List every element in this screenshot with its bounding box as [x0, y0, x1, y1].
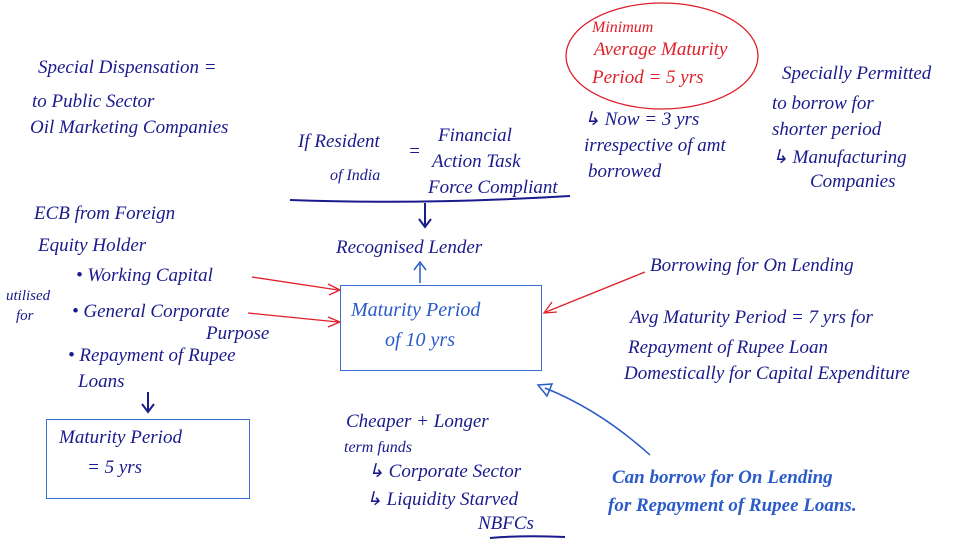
- cheaper-nbfcs: NBFCs: [478, 513, 534, 534]
- arrow-can-borrow: [544, 387, 651, 456]
- can-borrow-2: for Repayment of Rupee Loans.: [608, 495, 857, 516]
- recognised-lender: Recognised Lender: [336, 237, 483, 258]
- avg-line-1: Avg Maturity Period = 7 yrs for: [630, 307, 873, 328]
- box-center-1: Maturity Period: [351, 299, 481, 321]
- now-line-1: ↳ Now = 3 yrs: [584, 109, 700, 130]
- red-arrow-working-capital: [251, 276, 342, 296]
- resident-right-1: Financial: [438, 125, 512, 146]
- ecb-line-2: Equity Holder: [38, 235, 147, 256]
- use-working-capital: • Working Capital: [76, 265, 213, 286]
- maturity-box-5yrs: Maturity Period = 5 yrs: [46, 419, 250, 499]
- resident-right-2: Action Task: [432, 151, 521, 172]
- cheaper-1: Cheaper + Longer: [346, 411, 489, 432]
- use-repayment: • Repayment of Rupee: [68, 345, 236, 366]
- specially-line-3: shorter period: [772, 119, 882, 140]
- can-borrow-1: Can borrow for On Lending: [612, 467, 833, 488]
- specially-line-5: Companies: [810, 171, 896, 192]
- box-center-2: of 10 yrs: [385, 329, 455, 351]
- special-line-2: to Public Sector: [32, 91, 155, 112]
- arrow-head-triangle: [536, 383, 554, 398]
- resident-right-3: Force Compliant: [428, 177, 558, 198]
- use-repayment-2: Loans: [78, 371, 125, 392]
- cheaper-3: ↳ Corporate Sector: [368, 461, 522, 482]
- red-oval: [565, 2, 759, 110]
- specially-line-1: Specially Permitted: [782, 63, 932, 84]
- oval-line-2: Average Maturity: [594, 39, 728, 60]
- use-gcp: • General Corporate: [72, 301, 230, 322]
- box-left-2: = 5 yrs: [87, 457, 143, 478]
- special-line-1: Special Dispensation =: [38, 57, 217, 78]
- red-arrow-on-lending: [542, 271, 646, 314]
- now-line-3: borrowed: [588, 161, 662, 182]
- utilised-2: for: [16, 308, 34, 324]
- specially-line-2: to borrow for: [772, 93, 874, 114]
- on-lending: Borrowing for On Lending: [650, 255, 854, 276]
- resident-left-1: If Resident: [298, 131, 380, 152]
- ecb-line-1: ECB from Foreign: [34, 203, 176, 224]
- now-line-2: irrespective of amt: [584, 135, 726, 156]
- resident-left-2: of India: [330, 167, 381, 184]
- cheaper-4: ↳ Liquidity Starved: [366, 489, 519, 510]
- box-left-1: Maturity Period: [59, 427, 182, 448]
- nbfc-underline: [489, 535, 566, 539]
- cheaper-2: term funds: [344, 439, 412, 456]
- use-gcp-2: Purpose: [206, 323, 270, 344]
- underline: [289, 195, 571, 203]
- special-line-3: Oil Marketing Companies: [30, 117, 229, 138]
- oval-line-1: Minimum: [592, 19, 654, 36]
- arrow-up-box: [413, 260, 427, 283]
- oval-line-3: Period = 5 yrs: [592, 67, 704, 88]
- avg-line-2: Repayment of Rupee Loan: [628, 337, 828, 358]
- maturity-box-10yrs: Maturity Period of 10 yrs: [340, 285, 542, 371]
- resident-eq: =: [408, 141, 421, 162]
- arrow-down-uses: [141, 392, 155, 414]
- specially-line-4: ↳ Manufacturing: [772, 147, 907, 168]
- arrow-down-lender: [418, 203, 432, 229]
- avg-line-3: Domestically for Capital Expenditure: [624, 363, 910, 384]
- utilised-1: utilised: [6, 288, 51, 304]
